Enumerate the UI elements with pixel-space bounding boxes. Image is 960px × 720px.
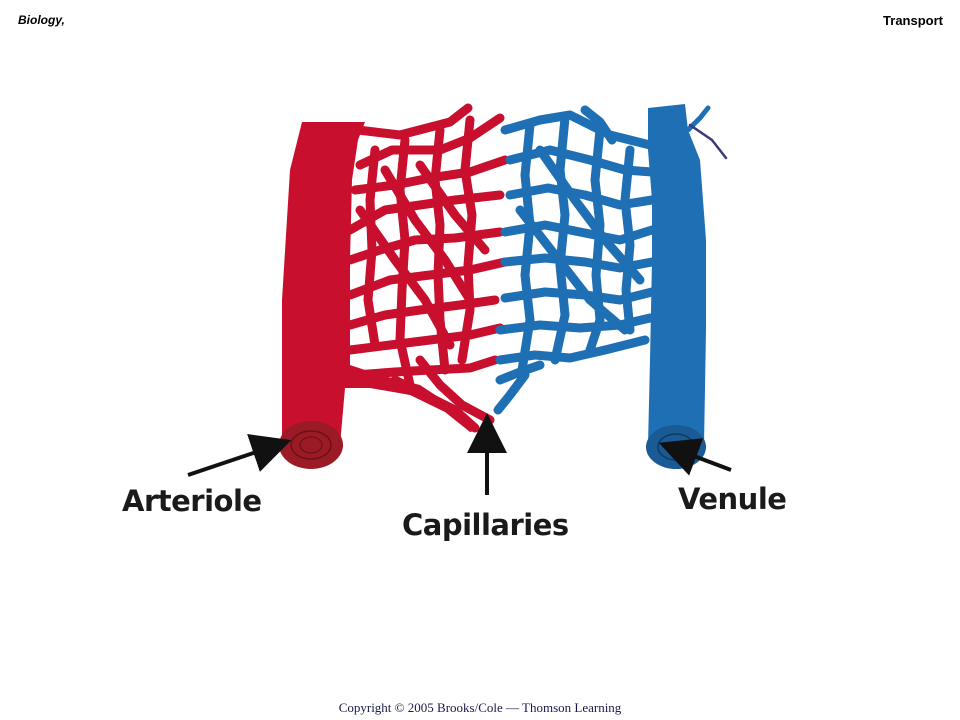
arteriole-arrow <box>187 433 292 477</box>
slide-header-left: Biology, <box>18 13 65 27</box>
arterial-capillary-network <box>345 103 510 433</box>
arteriole-vessel <box>279 122 478 469</box>
capillaries-label: Capillaries <box>402 508 569 542</box>
venous-capillary-network <box>493 105 657 415</box>
venule-label: Venule <box>678 482 787 516</box>
venule-arrow <box>658 438 732 476</box>
copyright-footer: Copyright © 2005 Brooks/Cole — Thomson L… <box>338 700 622 715</box>
venule-vessel <box>646 104 728 469</box>
arteriole-label: Arteriole <box>122 484 262 518</box>
slide-header-right: Transport <box>883 13 943 28</box>
